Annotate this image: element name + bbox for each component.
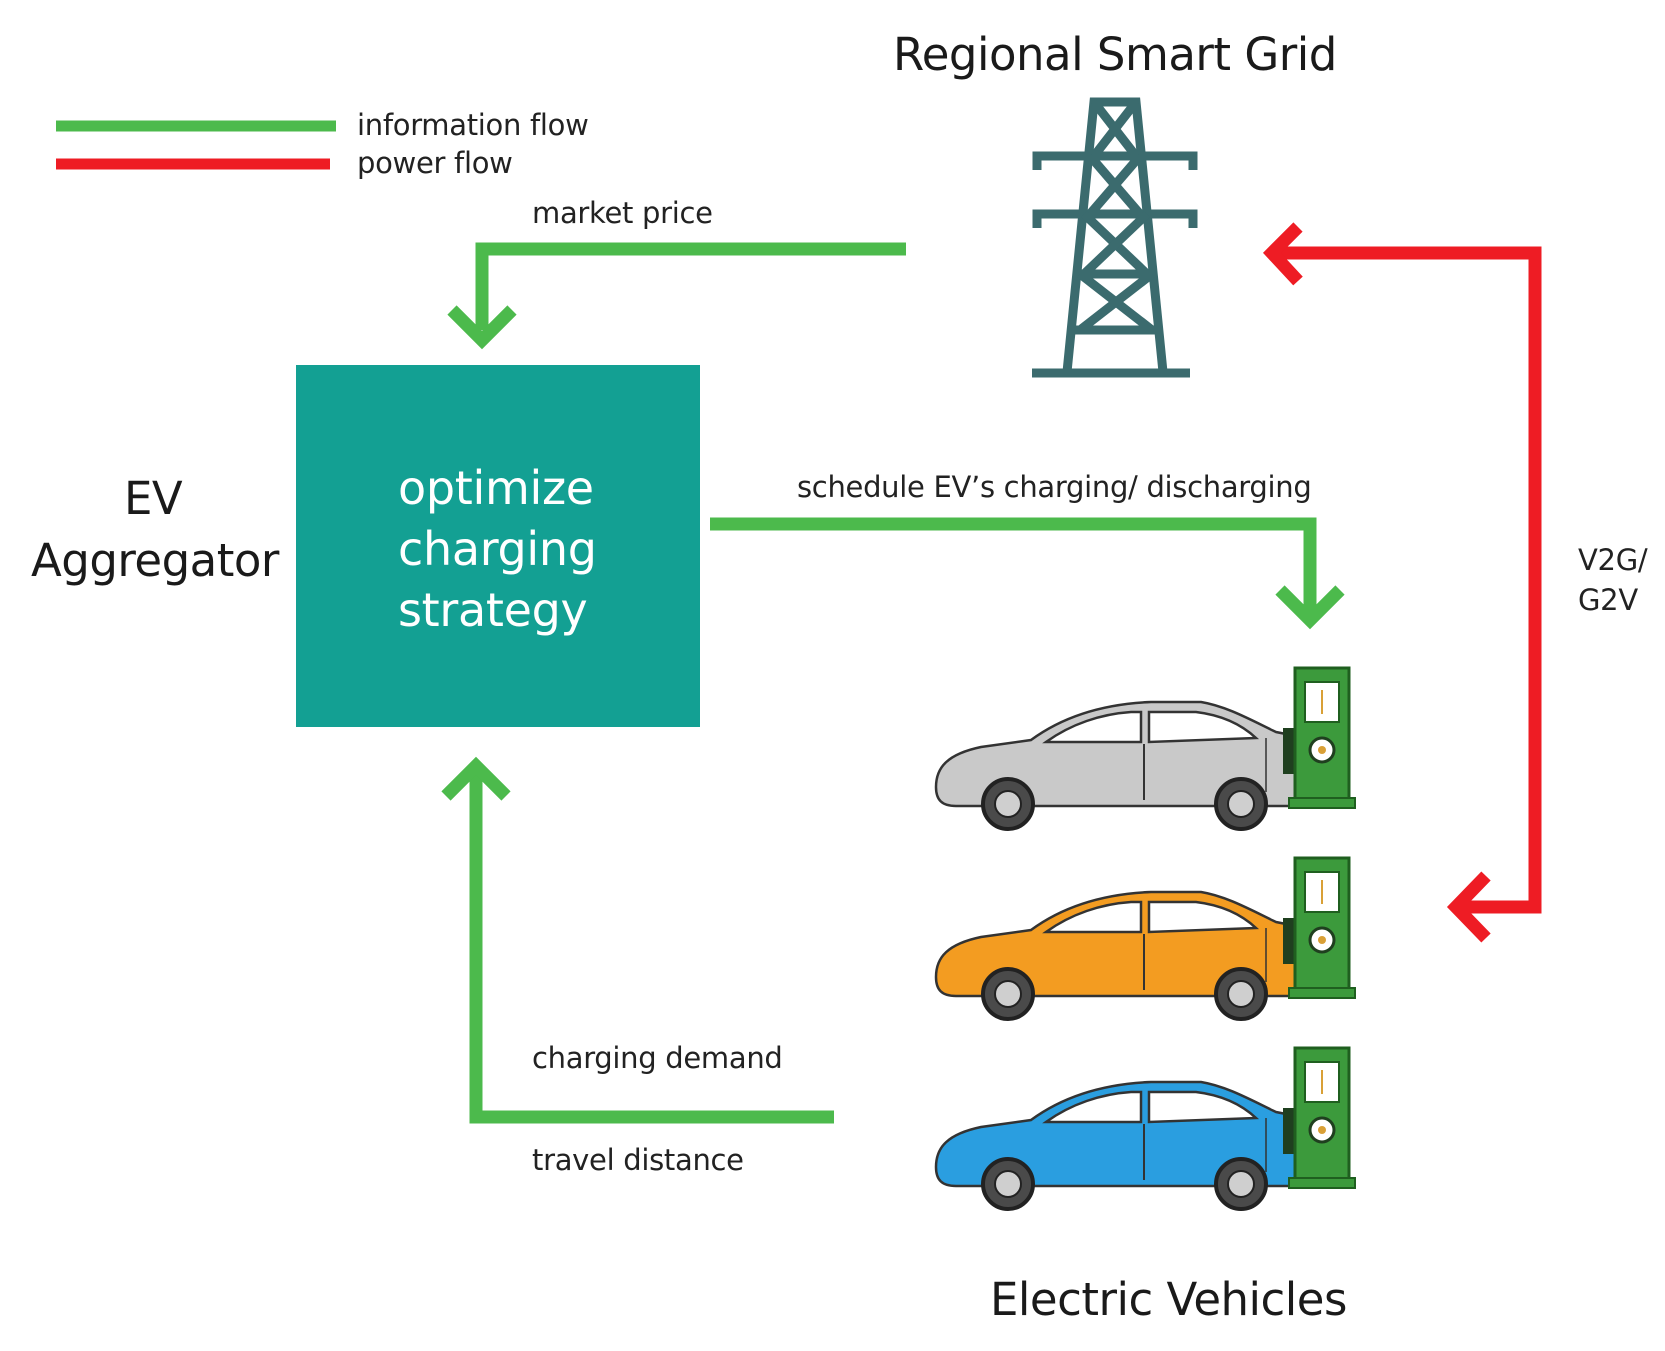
- market-price-label: market price: [532, 196, 713, 230]
- market-price-arrow: [447, 242, 906, 350]
- box-line-3: strategy: [398, 583, 588, 637]
- grid-title: Regional Smart Grid: [893, 28, 1337, 81]
- power-flow-arrow: [1262, 222, 1542, 943]
- aggregator-label-line1: EV: [124, 472, 183, 525]
- charging-station-icon: [1281, 856, 1357, 1000]
- schedule-label: schedule EV’s charging/ discharging: [797, 470, 1312, 504]
- vehicles-title: Electric Vehicles: [990, 1273, 1347, 1326]
- charging-station-icon: [1281, 666, 1357, 810]
- box-line-1: optimize: [398, 461, 594, 515]
- charging-demand-arrow: [441, 756, 834, 1124]
- aggregator-box-text: optimize charging strategy: [398, 458, 597, 641]
- schedule-arrow: [710, 517, 1345, 630]
- car-icon: [934, 1080, 1325, 1211]
- box-line-2: charging: [398, 522, 597, 576]
- legend-power-label: power flow: [357, 146, 513, 180]
- charging-station-icon: [1281, 1046, 1357, 1190]
- charging-demand-label: charging demand: [532, 1041, 783, 1075]
- car-icon: [934, 700, 1325, 831]
- legend-info-label: information flow: [357, 108, 589, 142]
- aggregator-box: [296, 365, 700, 727]
- v2g-label: V2G/ G2V: [1578, 540, 1648, 620]
- travel-distance-label: travel distance: [532, 1143, 744, 1177]
- v2g-line-2: G2V: [1578, 583, 1638, 617]
- aggregator-label-line2: Aggregator: [31, 534, 279, 587]
- v2g-line-1: V2G/: [1578, 543, 1648, 577]
- car-icon: [934, 890, 1325, 1021]
